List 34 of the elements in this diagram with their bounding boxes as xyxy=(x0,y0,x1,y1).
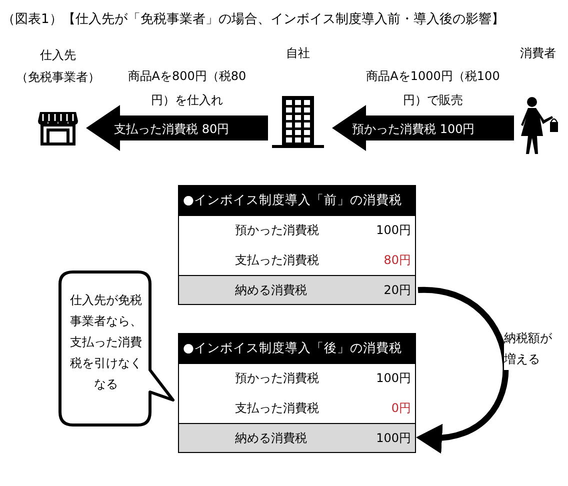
total-row xyxy=(179,422,415,452)
transaction-note: 商品Aを1000円（税100円）で販売 xyxy=(365,68,501,109)
table-header: ●インボイス制度導入「前」の消費税 xyxy=(179,186,415,216)
table-header: ●インボイス制度導入「後」の消費税 xyxy=(179,334,415,364)
row-value: 80円 xyxy=(384,252,411,269)
actor-label: （免税事業者） xyxy=(15,69,101,86)
row-label: 納める消費税 xyxy=(235,430,307,447)
person-icon xyxy=(518,96,560,156)
row-label: 預かった消費税 xyxy=(235,370,319,388)
tax-table xyxy=(178,333,416,453)
speech-bubble: 仕入先が免税事業者なら、支払った消費税を引けなくなる xyxy=(57,270,177,428)
thick-arrow xyxy=(86,105,268,151)
row-label: 預かった消費税 xyxy=(235,222,319,240)
actor-label: 自社 xyxy=(285,45,311,62)
row-value: 100円 xyxy=(376,430,411,447)
total-row xyxy=(179,274,415,304)
row-value: 100円 xyxy=(376,222,411,240)
store-icon xyxy=(38,110,78,146)
actor-label: 消費者 xyxy=(519,45,557,62)
row-label: 支払った消費税 xyxy=(235,252,319,269)
edge-label: 支払った消費税 80円 xyxy=(114,121,230,138)
curved-arrow xyxy=(416,287,508,452)
row-label: 支払った消費税 xyxy=(235,400,319,417)
row-label: 納める消費税 xyxy=(235,282,307,299)
thick-arrow xyxy=(332,105,514,151)
row-value: 20円 xyxy=(384,282,411,299)
row-value: 0円 xyxy=(391,400,411,417)
actor-label: 仕入先 xyxy=(39,47,77,64)
row-value: 100円 xyxy=(376,370,411,388)
title: （図表1）【仕入先が「免税事業者」の場合、インボイス制度導入前・導入後の影響】 xyxy=(2,11,504,29)
edge-label: 預かった消費税 100円 xyxy=(352,121,476,138)
building-icon xyxy=(272,96,324,149)
transaction-note: 商品Aを800円（税80円）を仕入れ xyxy=(126,68,248,109)
tax-table xyxy=(178,185,416,305)
